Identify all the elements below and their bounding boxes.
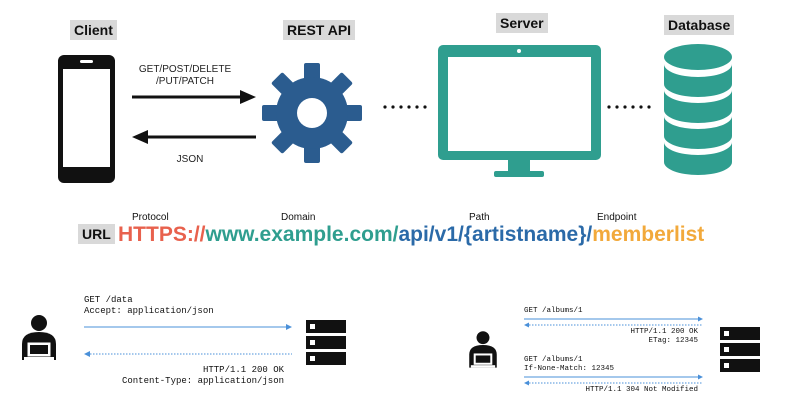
left-request-line-2: Accept: application/json: [84, 306, 214, 316]
database-label: Database: [664, 15, 735, 35]
gear-icon: [262, 63, 362, 163]
rest-api-label: REST API: [283, 20, 356, 40]
response-arrow: [132, 130, 256, 144]
right-response-1-line-1: HTTP/1.1 200 OK: [630, 328, 698, 336]
url-example: HTTPS://www.example.com/api/v1/{artistna…: [118, 222, 704, 248]
api-server-connector: [383, 105, 427, 109]
left-server-rack-icon: [306, 320, 346, 365]
right-request-1: GET /albums/1: [524, 307, 583, 315]
url-path: api/v1/: [398, 223, 464, 246]
url-domain: www.example.com/: [205, 223, 399, 246]
domain-label: Domain: [281, 212, 316, 223]
right-request-2-arrow: [524, 374, 703, 380]
right-request-1-arrow: [524, 316, 703, 322]
server-label: Server: [496, 13, 548, 33]
left-request-line-1: GET /data: [84, 295, 133, 305]
right-response-2-arrow: [524, 380, 703, 386]
monitor-icon: [438, 45, 601, 177]
request-methods-label-1: GET/POST/DELETE: [138, 64, 232, 75]
right-response-2: HTTP/1.1 304 Not Modified: [585, 386, 698, 394]
left-response-line-2: Content-Type: application/json: [121, 376, 284, 386]
phone-icon: [58, 55, 115, 183]
user-laptop-icon: [22, 315, 56, 360]
right-response-1-arrow: [524, 322, 703, 328]
path-label: Path: [469, 212, 490, 223]
protocol-label: Protocol: [132, 212, 169, 223]
request-methods-label-2: /PUT/PATCH: [156, 76, 214, 87]
client-label: Client: [70, 20, 117, 40]
endpoint-label: Endpoint: [597, 212, 637, 223]
database-icon: [664, 44, 732, 175]
left-response-line-1: HTTP/1.1 200 OK: [202, 365, 284, 375]
right-response-1-line-2: ETag: 12345: [648, 337, 698, 345]
url-endpoint: memberlist: [592, 223, 705, 246]
user-laptop-icon-right: [469, 331, 497, 368]
url-protocol: HTTPS://: [118, 223, 206, 246]
left-request-arrow: [84, 324, 292, 330]
right-server-rack-icon: [720, 327, 760, 372]
server-database-connector: [607, 105, 651, 109]
right-request-2-line-1: GET /albums/1: [524, 356, 583, 364]
json-label: JSON: [176, 154, 204, 165]
url-param: {artistname}: [463, 223, 587, 246]
url-slash: /: [586, 223, 593, 246]
url-tag: URL: [78, 224, 115, 244]
request-arrow: [132, 90, 256, 104]
right-request-2-line-2: If-None-Match: 12345: [524, 365, 615, 373]
left-response-arrow: [84, 351, 292, 357]
